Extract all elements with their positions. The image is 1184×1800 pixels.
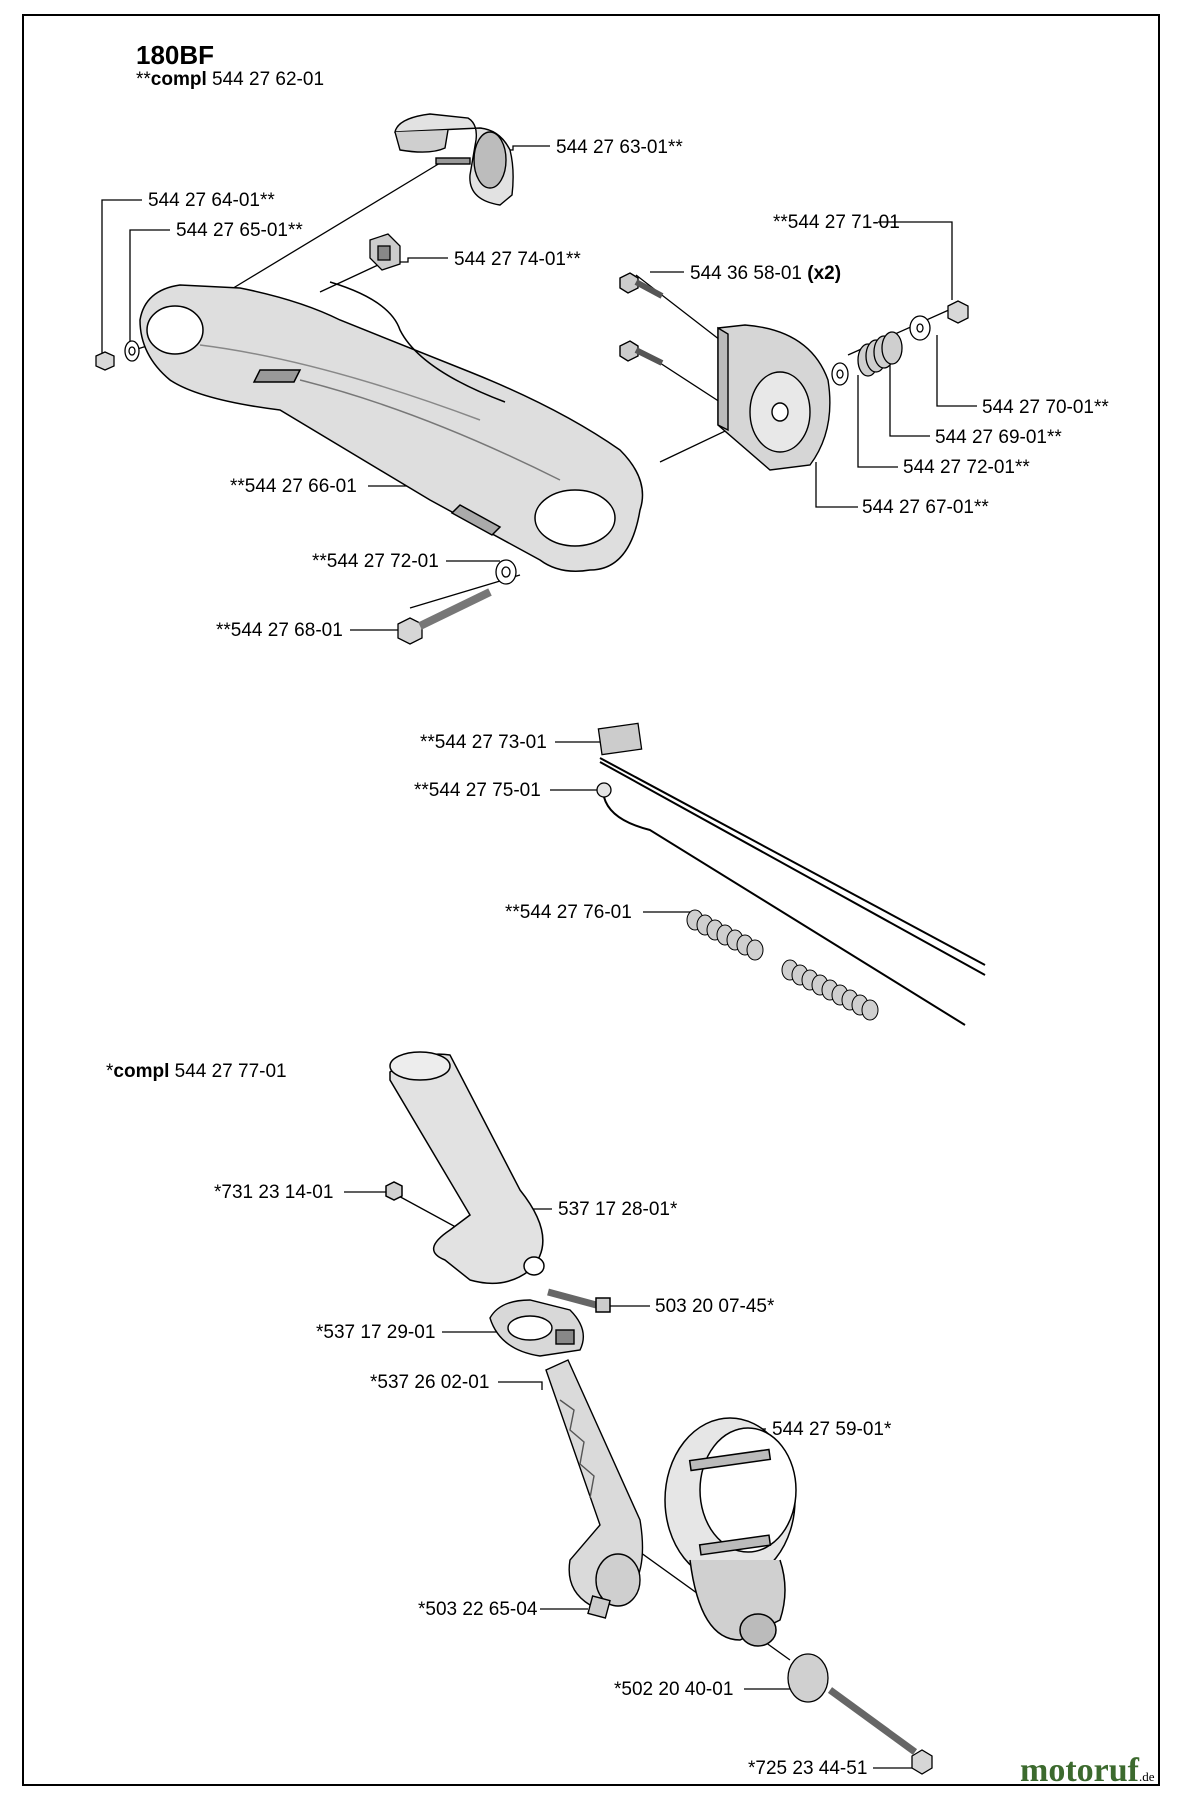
part-label-544-27-76-01: **544 27 76-01 — [505, 902, 632, 923]
part-label-544-27-63-01: 544 27 63-01** — [556, 137, 683, 158]
part-label-544-27-68-01: **544 27 68-01 — [216, 620, 343, 641]
part-label-503-22-65-04: *503 22 65-04 — [418, 1599, 538, 1620]
part-label-544-27-65-01: 544 27 65-01** — [176, 220, 303, 241]
part-label-544-27-59-01: 544 27 59-01* — [772, 1419, 892, 1440]
part-label-544-27-72-01-right: 544 27 72-01** — [903, 457, 1030, 478]
kit-label-upper: **compl 544 27 62-01 — [136, 69, 325, 90]
part-cable-springs — [686, 909, 879, 1021]
part-label-544-27-73-01: **544 27 73-01 — [420, 732, 547, 753]
part-gear-bolt — [787, 1653, 933, 1775]
part-label-544-27-69-01: 544 27 69-01** — [935, 427, 1062, 448]
part-label-537-17-28-01: 537 17 28-01* — [558, 1199, 678, 1220]
part-label-537-26-02-01: *537 26 02-01 — [370, 1372, 490, 1393]
part-label-544-27-74-01: 544 27 74-01** — [454, 249, 581, 270]
part-label-503-20-07-45: 503 20 07-45* — [655, 1296, 775, 1317]
part-label-537-17-29-01: *537 17 29-01 — [316, 1322, 436, 1343]
model-title: 180BF — [136, 40, 215, 70]
part-arm-housing — [139, 281, 644, 572]
part-clamp-small — [489, 1299, 584, 1357]
part-handle-grip — [385, 1051, 611, 1313]
watermark-logo: motoruf.de — [1020, 1752, 1155, 1789]
part-label-731-23-14-01: *731 23 14-01 — [214, 1182, 334, 1203]
part-label-544-27-75-01: **544 27 75-01 — [414, 780, 541, 801]
part-cover-plate — [619, 272, 831, 471]
part-label-544-27-66-01: **544 27 66-01 — [230, 476, 357, 497]
part-label-544-27-72-01-left: **544 27 72-01 — [312, 551, 439, 572]
part-label-544-27-67-01: 544 27 67-01** — [862, 497, 989, 518]
part-spring-stack — [831, 300, 969, 386]
part-label-725-23-44-51: *725 23 44-51 — [748, 1758, 868, 1779]
kit-label-lower: *compl 544 27 77-01 — [106, 1061, 287, 1082]
part-connector-74 — [369, 233, 401, 271]
part-cable — [596, 722, 986, 1026]
part-label-544-27-64-01: 544 27 64-01** — [148, 190, 275, 211]
part-label-544-36-58-01: 544 36 58-01 (x2) — [690, 263, 842, 284]
part-tube — [545, 1359, 644, 1619]
part-label-544-27-71-01: **544 27 71-01 — [773, 212, 900, 233]
part-screw-68 — [397, 559, 517, 645]
part-bracket-top — [394, 113, 514, 206]
part-label-502-20-40-01: *502 20 40-01 — [614, 1679, 734, 1700]
part-nut-left — [95, 340, 140, 371]
diagram-frame — [22, 14, 1160, 1786]
part-label-544-27-70-01: 544 27 70-01** — [982, 397, 1109, 418]
part-clamp-ring — [664, 1417, 797, 1647]
part-bolt-3658 — [619, 272, 664, 366]
